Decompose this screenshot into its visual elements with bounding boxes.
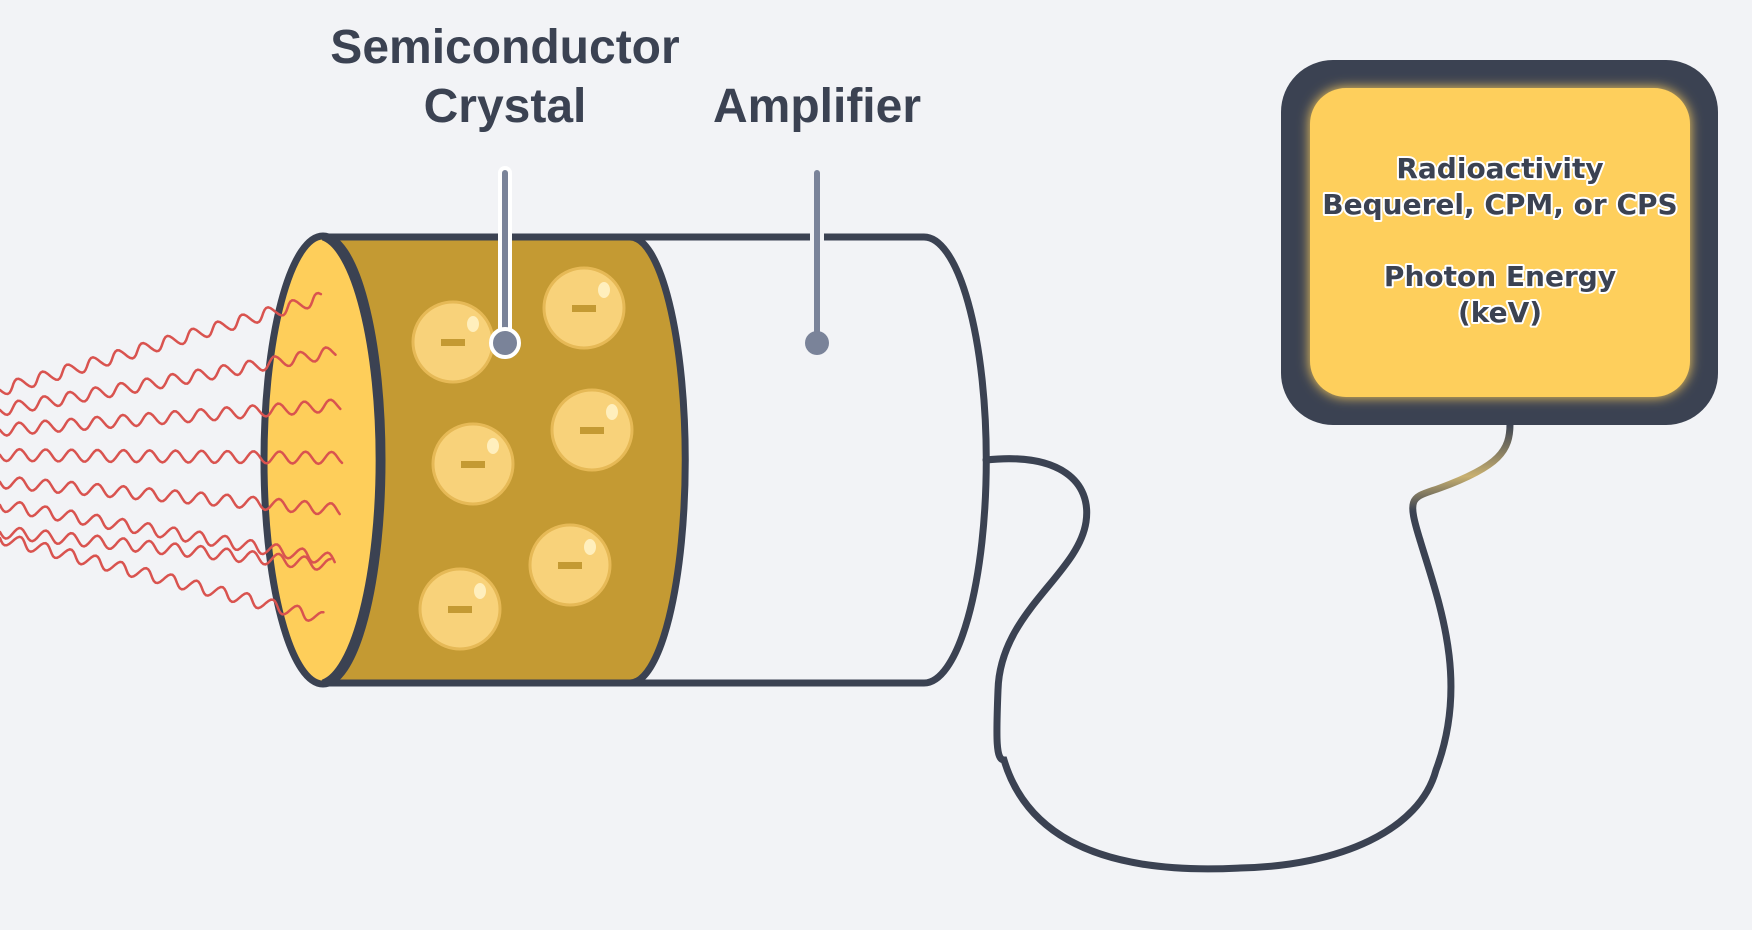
electron <box>411 300 495 384</box>
amplifier-probe <box>805 166 829 355</box>
display-radioactivity-label: Radioactivity <box>1396 152 1603 185</box>
radiation-wave <box>0 398 342 437</box>
radiation-wave <box>0 291 323 396</box>
radiation-wave-group <box>0 291 344 623</box>
display-kev-label: (keV) <box>1458 296 1542 329</box>
electron-minus-sign <box>441 339 465 346</box>
display-units-label: Bequerel, CPM, or CPS <box>1322 188 1677 221</box>
electron <box>542 266 626 350</box>
electron-minus-sign <box>572 305 596 312</box>
radiation-wave <box>0 500 336 564</box>
crystal-face-rim <box>321 233 383 687</box>
radiation-wave <box>0 526 332 571</box>
amplifier-label: Amplifier <box>713 80 921 133</box>
electron <box>550 388 634 472</box>
crystal-probe <box>489 166 521 359</box>
electron-minus-sign <box>448 606 472 613</box>
electron-minus-sign <box>580 427 604 434</box>
crystal-label-line2: Crystal <box>424 80 587 133</box>
electron-minus-sign <box>558 562 582 569</box>
display-photon-energy-label: Photon Energy <box>1384 260 1616 293</box>
radiation-wave <box>0 346 337 417</box>
crystal-label-line1: Semiconductor <box>330 21 679 74</box>
electron <box>418 567 502 651</box>
electron <box>431 422 515 506</box>
display-screen <box>1310 88 1690 397</box>
electron-group <box>411 266 634 651</box>
radiation-wave <box>0 535 325 623</box>
cable-left <box>982 455 1455 873</box>
electron <box>528 523 612 607</box>
electron-minus-sign <box>461 461 485 468</box>
cable-right <box>1409 420 1514 544</box>
radiation-wave <box>0 476 341 516</box>
radiation-wave <box>0 447 344 466</box>
